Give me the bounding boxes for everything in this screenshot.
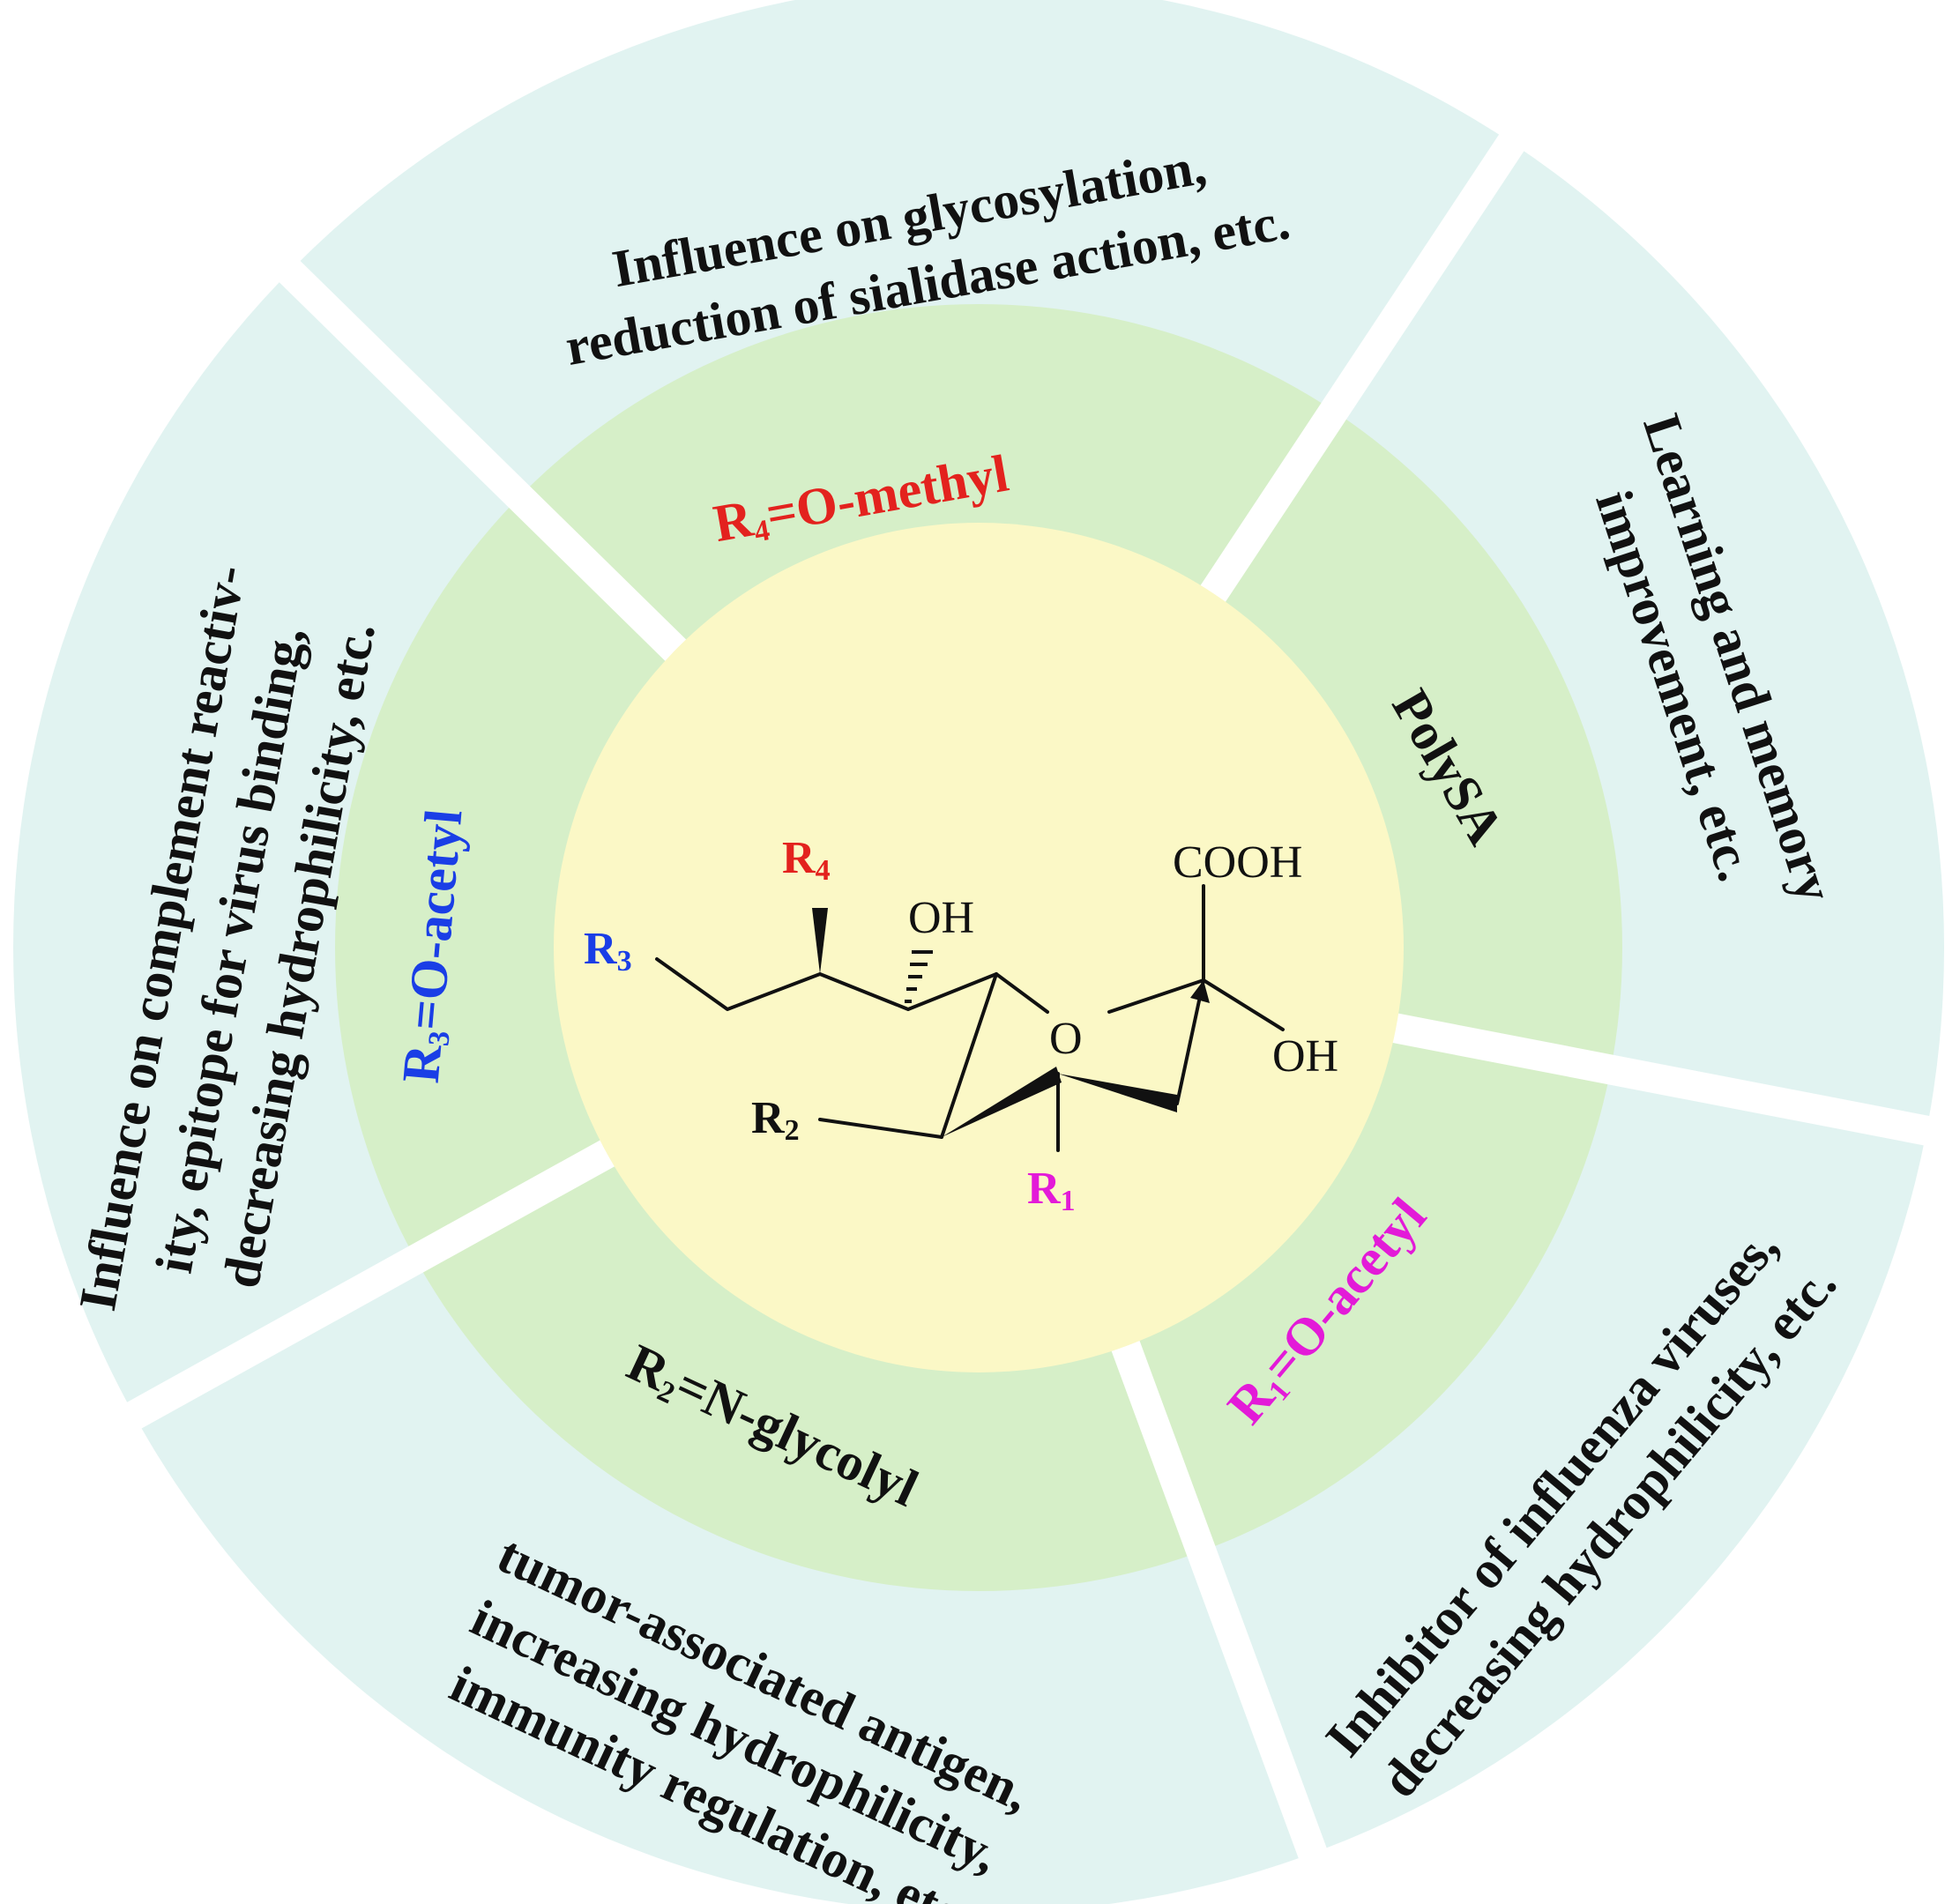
label-r2: R2 bbox=[751, 1093, 800, 1147]
wedge-bond-c4-c3 bbox=[1058, 1074, 1177, 1112]
middle-label-r4-sub: 4 bbox=[752, 514, 772, 548]
label-cooh: COOH bbox=[1173, 837, 1302, 888]
bond-c6-c5 bbox=[940, 972, 998, 1139]
label-oh-top: OH bbox=[908, 893, 974, 943]
hash-bond-oh bbox=[905, 950, 933, 1003]
label-r3: R3 bbox=[584, 924, 632, 978]
label-r1-sub: 1 bbox=[1061, 1185, 1076, 1217]
bond-c5-r2 bbox=[818, 1118, 943, 1139]
label-r3-sub: 3 bbox=[617, 945, 632, 978]
label-r4: R4 bbox=[782, 833, 831, 887]
center-disc bbox=[554, 523, 1404, 1372]
sialic-acid-structure: COOH OH OH O R4 R3 R2 R1 bbox=[584, 833, 1338, 1217]
label-r1: R1 bbox=[1027, 1164, 1076, 1217]
label-ring-o: O bbox=[1049, 1014, 1083, 1064]
wedge-bond-c5-c4 bbox=[942, 1067, 1062, 1137]
label-r2-sub: 2 bbox=[785, 1114, 800, 1147]
wedge-bond-r4 bbox=[812, 908, 828, 974]
label-r4-sub: 4 bbox=[816, 854, 831, 887]
middle-label-r3-sub: 3 bbox=[422, 1030, 456, 1047]
bond-c3-c2 bbox=[1175, 978, 1205, 1105]
label-r1-prefix: R bbox=[1027, 1164, 1062, 1214]
label-r4-prefix: R bbox=[782, 833, 816, 883]
label-r2-prefix: R bbox=[751, 1093, 786, 1143]
bond-c6-o bbox=[995, 972, 1049, 1014]
bond-o-c2 bbox=[1107, 978, 1205, 1014]
label-r3-prefix: R bbox=[584, 924, 618, 974]
middle-label-r3-prefix: R bbox=[391, 1042, 453, 1086]
bond-c2-oh bbox=[1202, 978, 1285, 1031]
wedge-bond-c2-ring bbox=[1190, 980, 1210, 1003]
label-oh-right: OH bbox=[1272, 1031, 1338, 1082]
